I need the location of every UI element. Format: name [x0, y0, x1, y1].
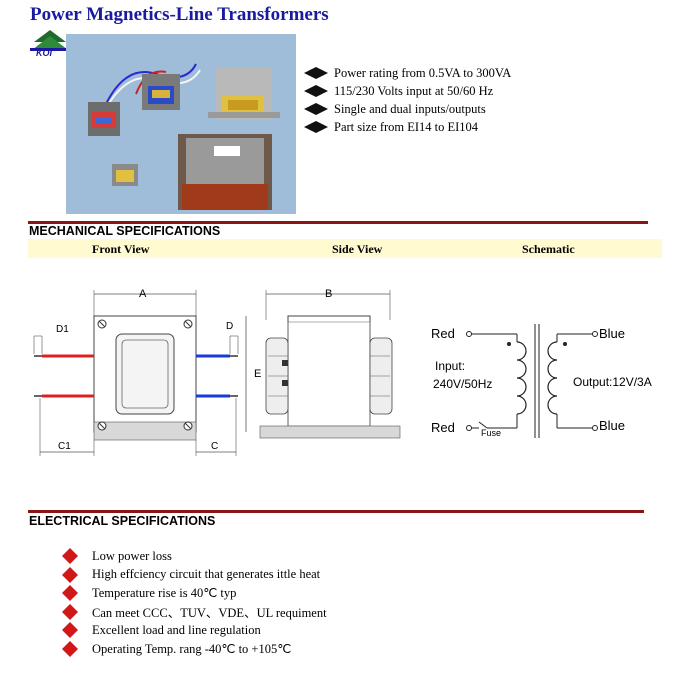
electrical-item: Operating Temp. rang -40℃ to +105℃	[62, 640, 327, 659]
diamond-bullet-icon	[304, 121, 328, 133]
label-blue-top: Blue	[599, 326, 625, 341]
dim-label-c1: C1	[58, 441, 71, 452]
label-red-bottom: Red	[431, 420, 455, 435]
feature-text: 115/230 Volts input at 50/60 Hz	[334, 83, 494, 98]
electrical-item-text: Low power loss	[92, 548, 172, 563]
electrical-item-text: High effciency circuit that generates it…	[92, 567, 321, 582]
diamond-bullet-icon	[304, 67, 328, 79]
feature-item: Part size from EI14 to EI104	[304, 118, 511, 136]
column-side-view: Side View	[332, 242, 383, 256]
red-diamond-bullet-icon	[62, 640, 78, 657]
section-rule	[28, 510, 644, 513]
red-diamond-bullet-icon	[62, 566, 78, 583]
label-red-top: Red	[431, 326, 455, 341]
page-title: Power Magnetics-Line Transformers	[30, 4, 329, 25]
electrical-item-text: Excellent load and line regulation	[92, 622, 261, 637]
red-diamond-bullet-icon	[62, 585, 78, 602]
electrical-item: Can meet CCC、TUV、VDE、UL requiment	[62, 603, 327, 622]
feature-list: Power rating from 0.5VA to 300VA 115/230…	[304, 64, 511, 136]
feature-text: Part size from EI14 to EI104	[334, 119, 479, 134]
red-diamond-bullet-icon	[62, 622, 78, 639]
electrical-item: Excellent load and line regulation	[62, 621, 327, 640]
electrical-item: Low power loss	[62, 547, 327, 566]
electrical-item-text: Operating Temp. rang -40℃ to +105℃	[92, 641, 292, 656]
feature-item: 115/230 Volts input at 50/60 Hz	[304, 82, 511, 100]
electrical-item: High effciency circuit that generates it…	[62, 566, 327, 585]
electrical-item-text: Temperature rise is 40℃ typ	[92, 586, 237, 601]
dim-label-b: B	[325, 288, 332, 300]
red-diamond-bullet-icon	[62, 548, 78, 565]
dim-label-a: A	[139, 288, 147, 300]
electrical-item-text: Can meet CCC、TUV、VDE、UL requiment	[92, 606, 327, 621]
diamond-bullet-icon	[304, 103, 328, 115]
dim-label-d: D	[226, 321, 233, 332]
red-diamond-bullet-icon	[62, 603, 78, 620]
schematic-drawing: Red Red Input: 240V/50Hz Fuse Blue Blue …	[431, 324, 652, 438]
electrical-list: Low power loss High effciency circuit th…	[62, 547, 327, 658]
feature-item: Single and dual inputs/outputs	[304, 100, 511, 118]
dim-label-c: C	[211, 441, 218, 452]
logo-text: KOI	[36, 48, 53, 58]
label-fuse: Fuse	[481, 428, 501, 438]
front-view-drawing: A D1 D C1 C	[33, 288, 239, 456]
side-view-drawing: B E	[245, 288, 401, 439]
label-input-line2: 240V/50Hz	[433, 377, 492, 391]
feature-item: Power rating from 0.5VA to 300VA	[304, 64, 511, 82]
product-photo	[66, 34, 296, 214]
label-output: Output:12V/3A	[573, 375, 652, 389]
dim-label-e: E	[254, 368, 261, 380]
mechanical-heading: MECHANICAL SPECIFICATIONS	[29, 224, 221, 238]
diamond-bullet-icon	[304, 85, 328, 97]
column-schematic: Schematic	[522, 242, 575, 256]
feature-text: Single and dual inputs/outputs	[334, 101, 486, 116]
feature-text: Power rating from 0.5VA to 300VA	[334, 65, 512, 80]
company-logo	[30, 30, 70, 51]
column-header-band	[28, 239, 662, 258]
label-input-line1: Input:	[435, 359, 465, 373]
electrical-heading: ELECTRICAL SPECIFICATIONS	[29, 514, 216, 528]
column-front-view: Front View	[92, 242, 150, 256]
label-blue-bottom: Blue	[599, 418, 625, 433]
electrical-item: Temperature rise is 40℃ typ	[62, 584, 327, 603]
section-rule	[28, 221, 648, 224]
dim-label-d1: D1	[56, 324, 69, 335]
